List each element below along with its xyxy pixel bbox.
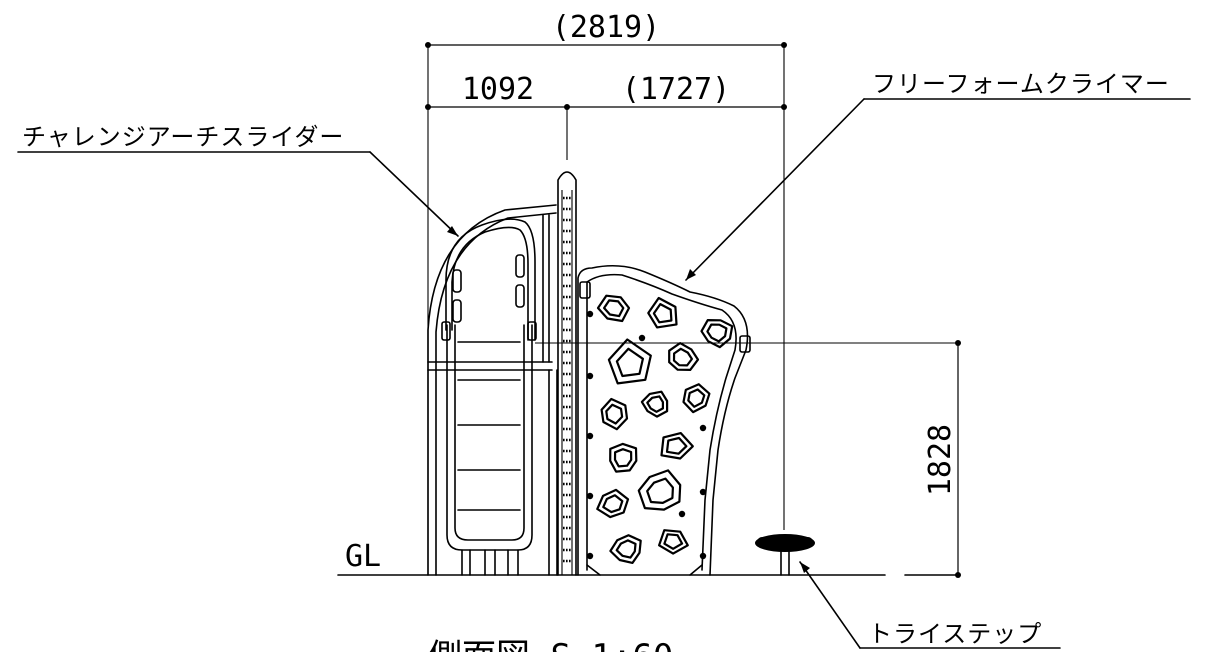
climber-label-group: フリーフォームクライマー <box>685 70 1191 281</box>
tri-step <box>755 534 815 576</box>
step-label: トライステップ <box>868 620 1042 648</box>
climbing-hold-inner <box>706 323 728 343</box>
climbing-hold <box>640 390 669 418</box>
climbing-hold-inner <box>652 303 673 324</box>
drawing-caption: 側面図 S=1:60 <box>428 637 673 652</box>
ladder-rungs <box>563 196 571 563</box>
climbing-hold-inner <box>602 494 624 514</box>
bolt <box>699 424 707 432</box>
wall-bolts <box>586 310 707 560</box>
climbing-wall <box>577 264 751 576</box>
climbing-hold <box>682 383 711 414</box>
ladder-post <box>557 171 577 576</box>
climbing-hold-inner <box>615 539 637 559</box>
climbing-hold-inner <box>605 403 624 425</box>
slide-section-width-label: 1092 <box>462 72 534 107</box>
climbing-hold-inner <box>687 388 706 408</box>
height-dimension: 1828 <box>535 340 961 578</box>
climbing-hold-inner <box>646 477 675 504</box>
ground-line-label: GL <box>345 539 381 574</box>
climbing-hold <box>668 342 700 371</box>
climbing-hold <box>600 397 629 431</box>
climbing-hold-inner <box>613 448 633 468</box>
bolt <box>678 510 686 518</box>
step-label-group: トライステップ <box>799 561 1061 649</box>
climbing-hold <box>596 294 631 323</box>
bolt <box>586 432 594 440</box>
climbing-hold <box>700 319 734 349</box>
bolt <box>586 310 594 318</box>
section-width-dimensions: 1092 (1727) <box>425 72 787 160</box>
climbing-hold <box>609 442 638 473</box>
slide-label-group: チャレンジアーチスライダー <box>17 123 459 237</box>
bolt <box>586 552 594 560</box>
bolt <box>699 488 707 496</box>
climber-label: フリーフォームクライマー <box>872 70 1170 98</box>
climbing-hold <box>607 338 652 385</box>
bolt <box>586 492 594 500</box>
slide-label: チャレンジアーチスライダー <box>22 123 344 151</box>
climbing-hold-inner <box>646 395 665 413</box>
height-label: 1828 <box>923 424 958 496</box>
climbing-hold <box>660 432 694 460</box>
climbing-hold-inner <box>602 299 625 318</box>
overall-width-label: (2819) <box>552 10 660 45</box>
climbing-hold <box>657 529 689 555</box>
ground-line: GL <box>337 539 959 576</box>
climbing-hold <box>596 488 630 519</box>
climbing-hold <box>637 469 682 511</box>
climbing-hold-inner <box>615 347 645 378</box>
climbing-holds <box>596 294 734 565</box>
bolt <box>638 334 646 342</box>
arch-slide <box>427 204 558 576</box>
bolt <box>586 372 594 380</box>
climbing-hold-inner <box>663 533 684 550</box>
climbing-hold-inner <box>665 436 688 455</box>
climbing-hold-inner <box>672 347 694 367</box>
climbing-hold <box>647 296 678 329</box>
bolt <box>699 552 707 560</box>
climbing-hold <box>609 534 642 565</box>
climber-section-width-label: (1727) <box>622 72 730 107</box>
